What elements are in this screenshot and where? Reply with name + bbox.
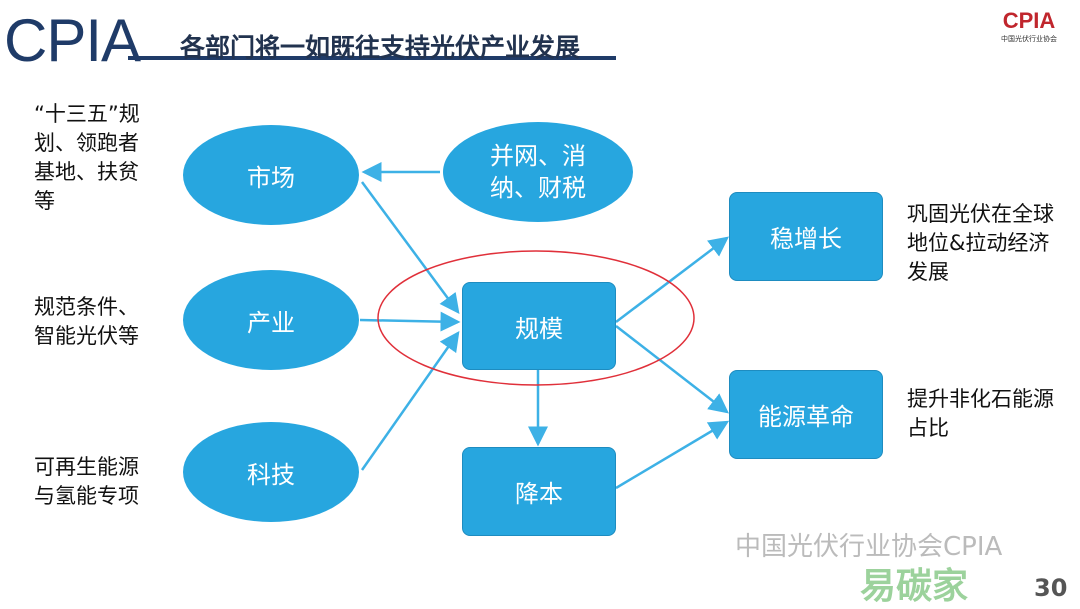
node-market: 市场 (183, 125, 359, 225)
note-industry: 规范条件、智能光伏等 (34, 295, 139, 348)
page-number: 30 (1034, 574, 1068, 602)
page-title: 各部门将一如既往支持光伏产业发展 (180, 33, 581, 62)
site-watermark: 易碳家 (860, 566, 969, 607)
node-cost: 降本 (462, 447, 616, 536)
node-industry: 产业 (183, 270, 359, 370)
node-growth: 稳增长 (729, 192, 883, 281)
node-grid: 并网、消纳、财税 (443, 122, 633, 222)
node-energy: 能源革命 (729, 370, 883, 459)
arrow-industry-to-scale (359, 311, 461, 332)
title-underline (128, 56, 616, 60)
arrow-scale-to-energy (615, 325, 729, 414)
arrow-scale-to-growth (615, 236, 729, 323)
arrow-market-to-scale (360, 181, 460, 315)
arrow-cost-to-energy (615, 420, 730, 490)
watermark-text: 中国光伏行业协会CPIA (735, 532, 1003, 562)
node-scale: 规模 (462, 282, 616, 370)
note-tech: 可再生能源与氢能专项 (34, 455, 139, 508)
cpia-corner-logo: CPIA 中国光伏行业协会 (988, 8, 1070, 62)
arrow-tech-to-scale (360, 330, 460, 471)
corner-logo-text: CPIA (1002, 8, 1056, 33)
cpia-logo: CPIA (4, 7, 141, 74)
node-tech: 科技 (183, 422, 359, 522)
note-growth: 巩固光伏在全球地位&拉动经济发展 (907, 202, 1054, 284)
note-market: “十三五”规划、领跑者基地、扶贫等 (34, 102, 140, 213)
highlight-circle (377, 250, 695, 386)
note-energy: 提升非化石能源占比 (907, 387, 1054, 440)
corner-logo-sub: 中国光伏行业协会 (1001, 35, 1057, 43)
